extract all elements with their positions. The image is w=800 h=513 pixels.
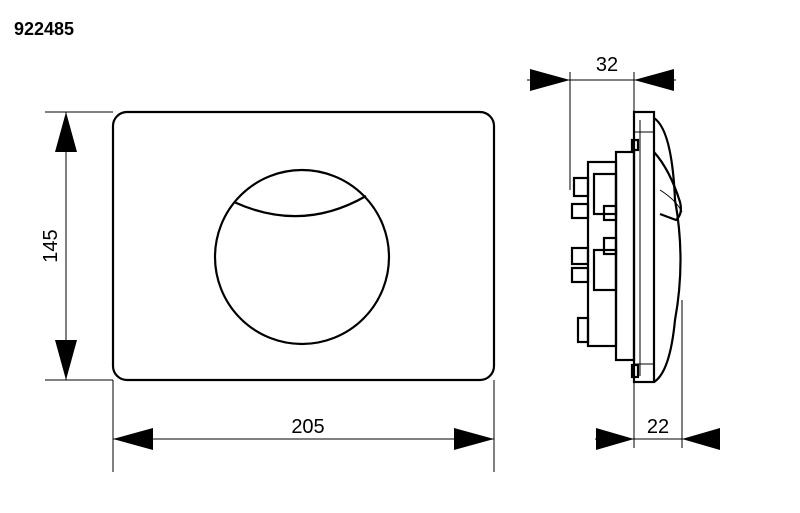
height-dimension: 145 <box>40 111 113 381</box>
arrow-left-icon <box>634 69 674 91</box>
projection-dimension: 22 <box>595 300 720 450</box>
side-view <box>570 110 683 384</box>
front-view <box>111 110 496 382</box>
width-label: 205 <box>291 416 324 438</box>
arrow-up-icon <box>55 112 77 152</box>
flush-button-divider-arc <box>233 195 367 218</box>
flush-plate-outline <box>111 110 496 382</box>
flush-button-circle <box>213 168 391 346</box>
arrow-left-icon <box>113 428 153 450</box>
arrow-right-icon <box>530 69 570 91</box>
article-number: 922485 <box>14 19 74 39</box>
height-label: 145 <box>40 229 62 262</box>
projection-label: 22 <box>647 416 669 438</box>
arrow-right-icon <box>454 428 494 450</box>
depth-dimension: 32 <box>527 54 676 190</box>
width-dimension: 205 <box>112 380 495 472</box>
depth-label: 32 <box>596 54 618 76</box>
arrow-down-icon <box>55 340 77 380</box>
arrow-left-icon <box>682 428 720 450</box>
arrow-right-icon <box>596 428 634 450</box>
